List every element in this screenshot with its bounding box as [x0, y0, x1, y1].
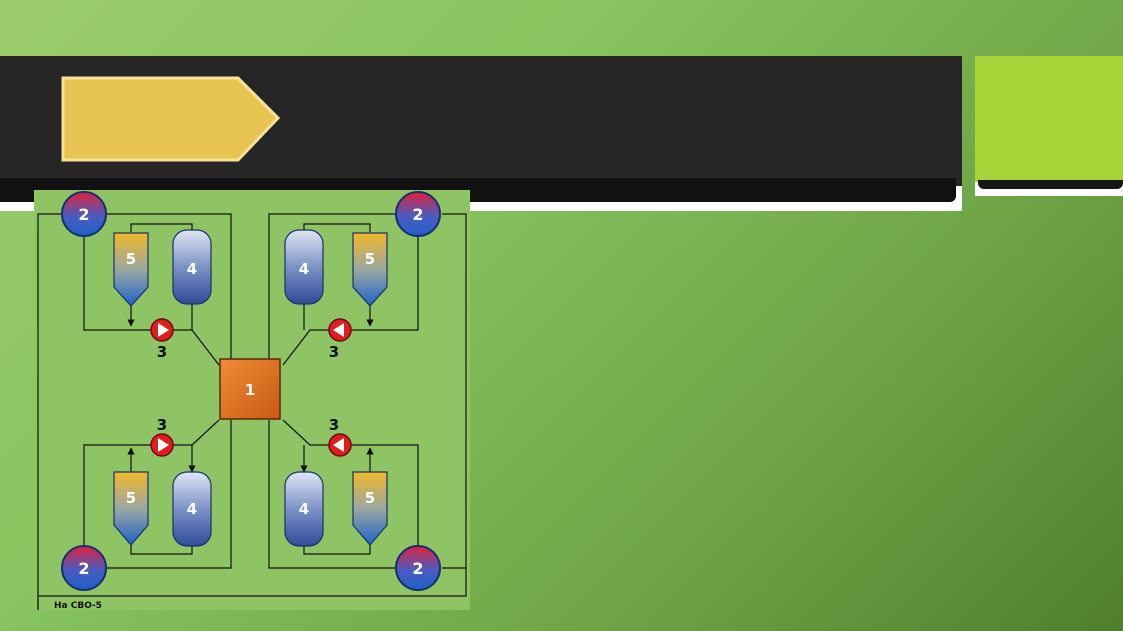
tank-label: 4 [187, 500, 197, 518]
filter-label: 5 [126, 489, 136, 507]
pump-bottom-left: 3 [150, 416, 174, 457]
circuit-diagram: 2 2 2 2 5 5 5 5 4 4 4 4 [34, 190, 470, 610]
central-unit-label: 1 [245, 381, 255, 399]
heat-exchanger-bottom-right: 2 [395, 545, 441, 591]
filter-label: 5 [365, 250, 375, 268]
tank-label: 4 [299, 500, 309, 518]
tank-top-right: 4 [284, 229, 324, 305]
filter-top-left: 5 [113, 232, 149, 307]
filter-bottom-right: 5 [352, 471, 388, 546]
tank-bottom-right: 4 [284, 471, 324, 547]
tank-label: 4 [187, 260, 197, 278]
heat-exchanger-top-left: 2 [61, 191, 107, 237]
filter-label: 5 [126, 250, 136, 268]
pump-label: 3 [157, 343, 167, 361]
pump-label: 3 [329, 343, 339, 361]
heat-exchanger-label: 2 [78, 559, 89, 578]
filter-bottom-left: 5 [113, 471, 149, 546]
outlet-label: На СВО-5 [54, 601, 102, 610]
accent-box [975, 56, 1123, 182]
tank-bottom-left: 4 [172, 471, 212, 547]
tank-top-left: 4 [172, 229, 212, 305]
pump-top-right: 3 [328, 318, 352, 361]
heat-exchanger-label: 2 [412, 205, 423, 224]
heat-exchanger-label: 2 [78, 205, 89, 224]
filter-label: 5 [365, 489, 375, 507]
pump-bottom-right: 3 [328, 416, 352, 457]
central-unit: 1 [219, 358, 281, 420]
pump-label: 3 [157, 416, 167, 434]
filter-top-right: 5 [352, 232, 388, 307]
heat-exchanger-label: 2 [412, 559, 423, 578]
heat-exchanger-top-right: 2 [395, 191, 441, 237]
accent-shadow [978, 180, 1123, 189]
pump-label: 3 [329, 416, 339, 434]
tank-label: 4 [299, 260, 309, 278]
pump-top-left: 3 [150, 318, 174, 361]
heat-exchanger-bottom-left: 2 [61, 545, 107, 591]
title-arrow-shape [61, 76, 281, 162]
